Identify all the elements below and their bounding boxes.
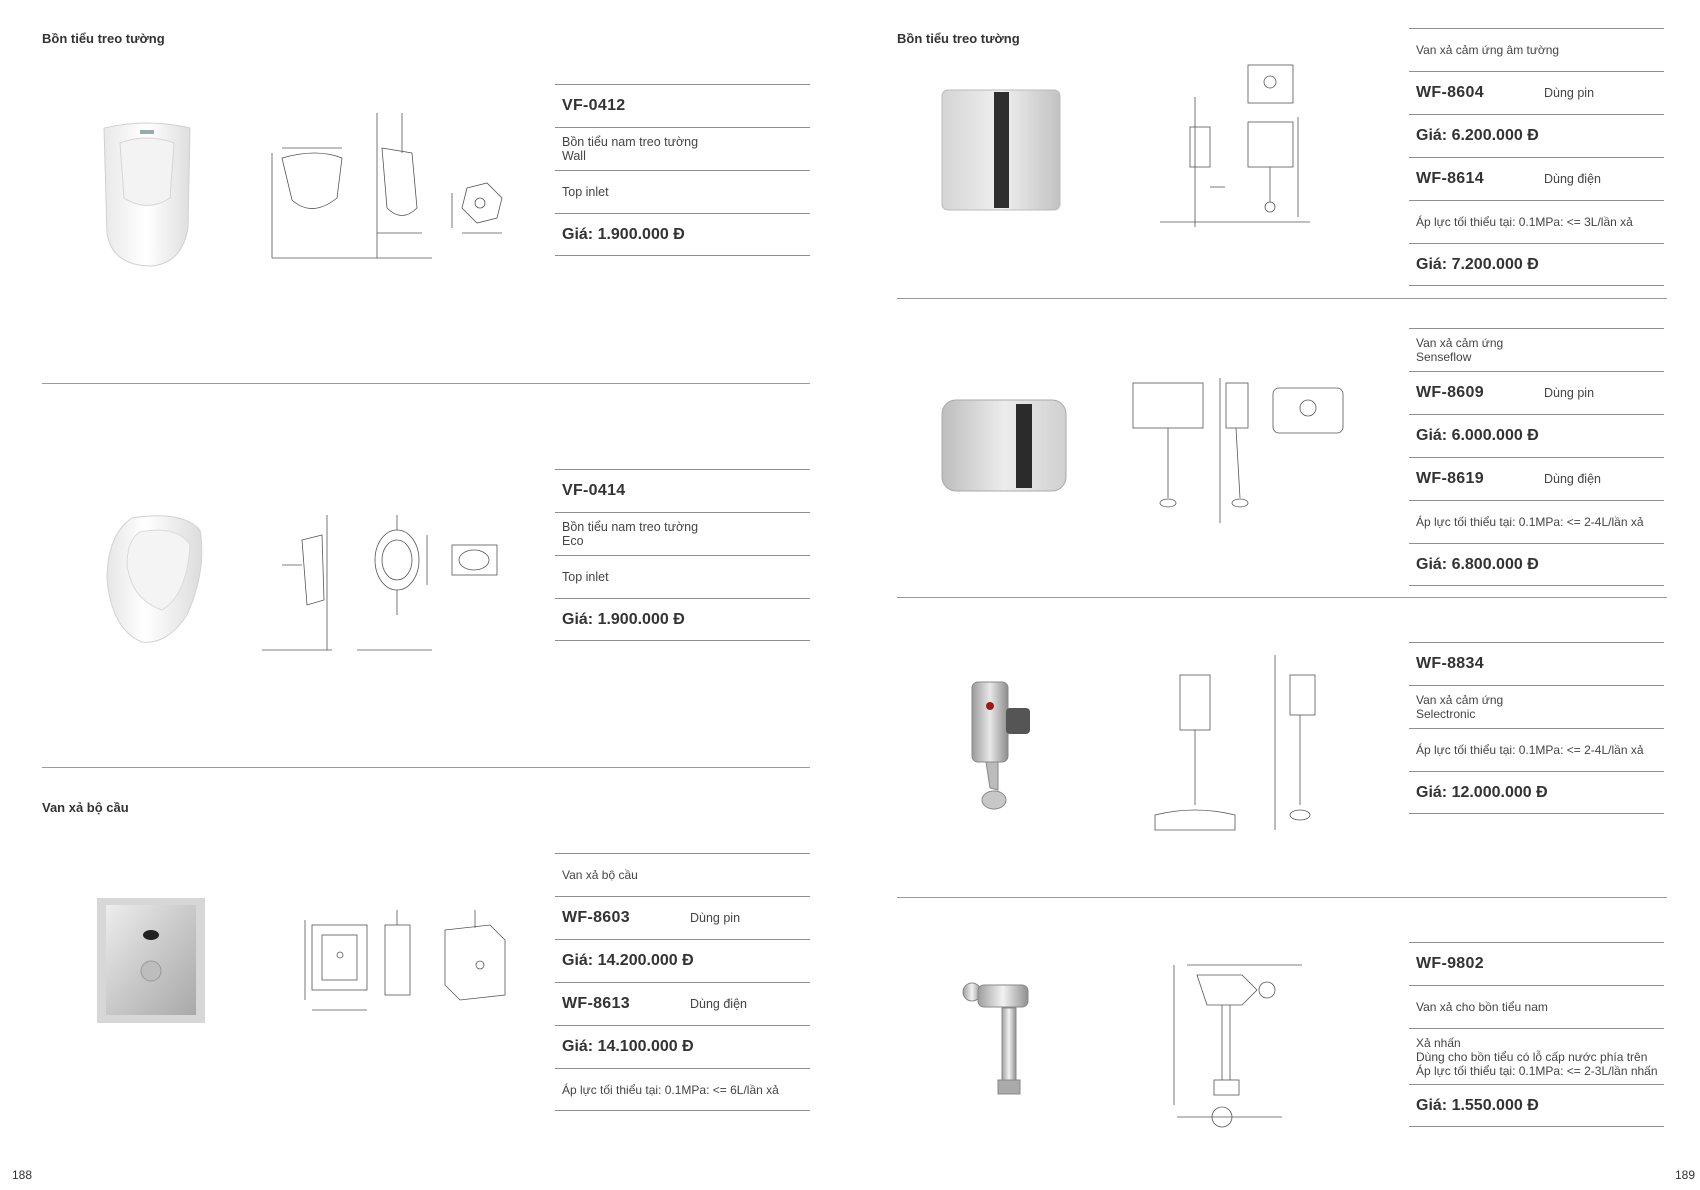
product-price: Giá: 12.000.000 Đ (1416, 783, 1548, 801)
valve-wf9802-drawing (1162, 955, 1312, 1135)
product-price: Giá: 14.100.000 Đ (562, 1038, 694, 1055)
product-code: WF-8604 (1416, 84, 1484, 101)
product-code: WF-8609 (1416, 384, 1484, 401)
power-note: Dùng pin (690, 911, 741, 925)
section-title-urinal-right: Bồn tiểu treo tường (897, 31, 1020, 46)
page-number-right: 189 (1675, 1168, 1696, 1182)
power-note: Dùng điện (1544, 172, 1601, 186)
product-price: Giá: 1.900.000 Đ (562, 610, 685, 628)
pressure-spec: Áp lực tối thiểu tại: 0.1MPa: <= 6L/lần … (562, 1082, 779, 1097)
product-code: WF-8603 (562, 909, 630, 926)
urinal-vf0412-drawing (262, 108, 522, 268)
inlet-type: Top inlet (562, 570, 609, 584)
product-price: Giá: 14.200.000 Đ (562, 952, 694, 969)
flush-type: Xả nhấn (1416, 1035, 1461, 1050)
product-desc: Van xả cảm ứng âm tường (1416, 43, 1560, 57)
valve-wf8834-photo (968, 678, 1034, 813)
spec-table-vf0412: VF-0412 Bồn tiểu nam treo tường Wall Top… (555, 84, 810, 256)
product-desc: Bồn tiểu nam treo tường (562, 135, 699, 149)
spec-table-vf0414: VF-0414 Bồn tiểu nam treo tường Eco Top … (555, 469, 810, 641)
product-desc: Van xả bộ cầu (562, 868, 638, 882)
power-note: Dùng pin (1544, 386, 1595, 400)
product-desc-sub: Wall (562, 149, 586, 163)
product-price: Giá: 1.900.000 Đ (562, 225, 685, 243)
product-desc: Van xả cảm ứng (1416, 693, 1504, 707)
product-price: Giá: 6.800.000 Đ (1416, 555, 1539, 573)
valve-wf8604-drawing (1160, 57, 1320, 232)
product-price: Giá: 6.000.000 Đ (1416, 427, 1539, 444)
urinal-vf0412-photo (92, 118, 202, 268)
product-code: WF-8619 (1416, 470, 1484, 487)
power-note: Dùng pin (1544, 86, 1595, 100)
power-note: Dùng điện (690, 997, 747, 1011)
section-title-urinal-left: Bồn tiểu treo tường (42, 31, 165, 46)
urinal-vf0414-photo (102, 510, 207, 645)
spec-table-wf8603: Van xả bộ cầu WF-8603 Dùng pin Giá: 14.20… (555, 853, 810, 1111)
section-divider (897, 597, 1667, 598)
valve-wf8603-drawing (300, 900, 540, 1020)
pressure-spec: Áp lực tối thiểu tại: 0.1MPa: <= 2-3L/lầ… (1416, 1063, 1658, 1078)
urinal-vf0414-drawing (262, 505, 502, 655)
usage-note: Dùng cho bồn tiểu có lỗ cấp nước phía tr… (1416, 1049, 1648, 1064)
product-code: WF-9802 (1416, 955, 1484, 972)
section-divider (42, 767, 810, 768)
product-desc-sub: Senseflow (1416, 350, 1472, 364)
product-desc-sub: Eco (562, 534, 584, 548)
pressure-spec: Áp lực tối thiểu tại: 0.1MPa: <= 2-4L/lầ… (1416, 515, 1644, 529)
product-desc: Bồn tiểu nam treo tường (562, 520, 699, 534)
product-price: Giá: 6.200.000 Đ (1416, 127, 1539, 144)
product-code: WF-8614 (1416, 170, 1484, 187)
product-desc: Van xả cảm ứng (1416, 336, 1504, 350)
product-code: VF-0412 (562, 97, 626, 114)
product-price: Giá: 1.550.000 Đ (1416, 1096, 1539, 1114)
valve-wf9802-photo (960, 970, 1040, 1120)
section-divider (897, 298, 1667, 299)
product-code: VF-0414 (562, 482, 626, 499)
product-code: WF-8613 (562, 995, 630, 1012)
valve-wf8604-photo (940, 88, 1062, 213)
product-code: WF-8834 (1416, 655, 1484, 672)
valve-wf8603-photo (92, 893, 210, 1028)
valve-wf8609-photo (940, 398, 1068, 493)
valve-wf8609-drawing (1128, 368, 1358, 528)
section-divider (42, 383, 810, 384)
pressure-spec: Áp lực tối thiểu tại: 0.1MPa: <= 3L/lần … (1416, 215, 1633, 229)
page-number-left: 188 (12, 1168, 33, 1182)
product-price: Giá: 7.200.000 Đ (1416, 255, 1539, 273)
power-note: Dùng điện (1544, 472, 1601, 486)
inlet-type: Top inlet (562, 185, 609, 199)
spec-table-wf8834: WF-8834 Van xả cảm ứng Selectronic Áp lự… (1409, 642, 1664, 814)
product-desc: Van xả cho bồn tiểu nam (1416, 1000, 1548, 1014)
pressure-spec: Áp lực tối thiểu tại: 0.1MPa: <= 2-4L/lầ… (1416, 743, 1644, 757)
spec-table-wf9802: WF-9802 Van xả cho bồn tiểu nam Xả nhấn … (1409, 942, 1664, 1127)
valve-wf8834-drawing (1150, 655, 1330, 835)
spec-table-wf8609: Van xả cảm ứng Senseflow WF-8609 Dùng pin… (1409, 328, 1664, 586)
product-desc-sub: Selectronic (1416, 707, 1476, 721)
section-divider (897, 897, 1667, 898)
section-title-valve: Van xả bộ cầu (42, 800, 129, 815)
